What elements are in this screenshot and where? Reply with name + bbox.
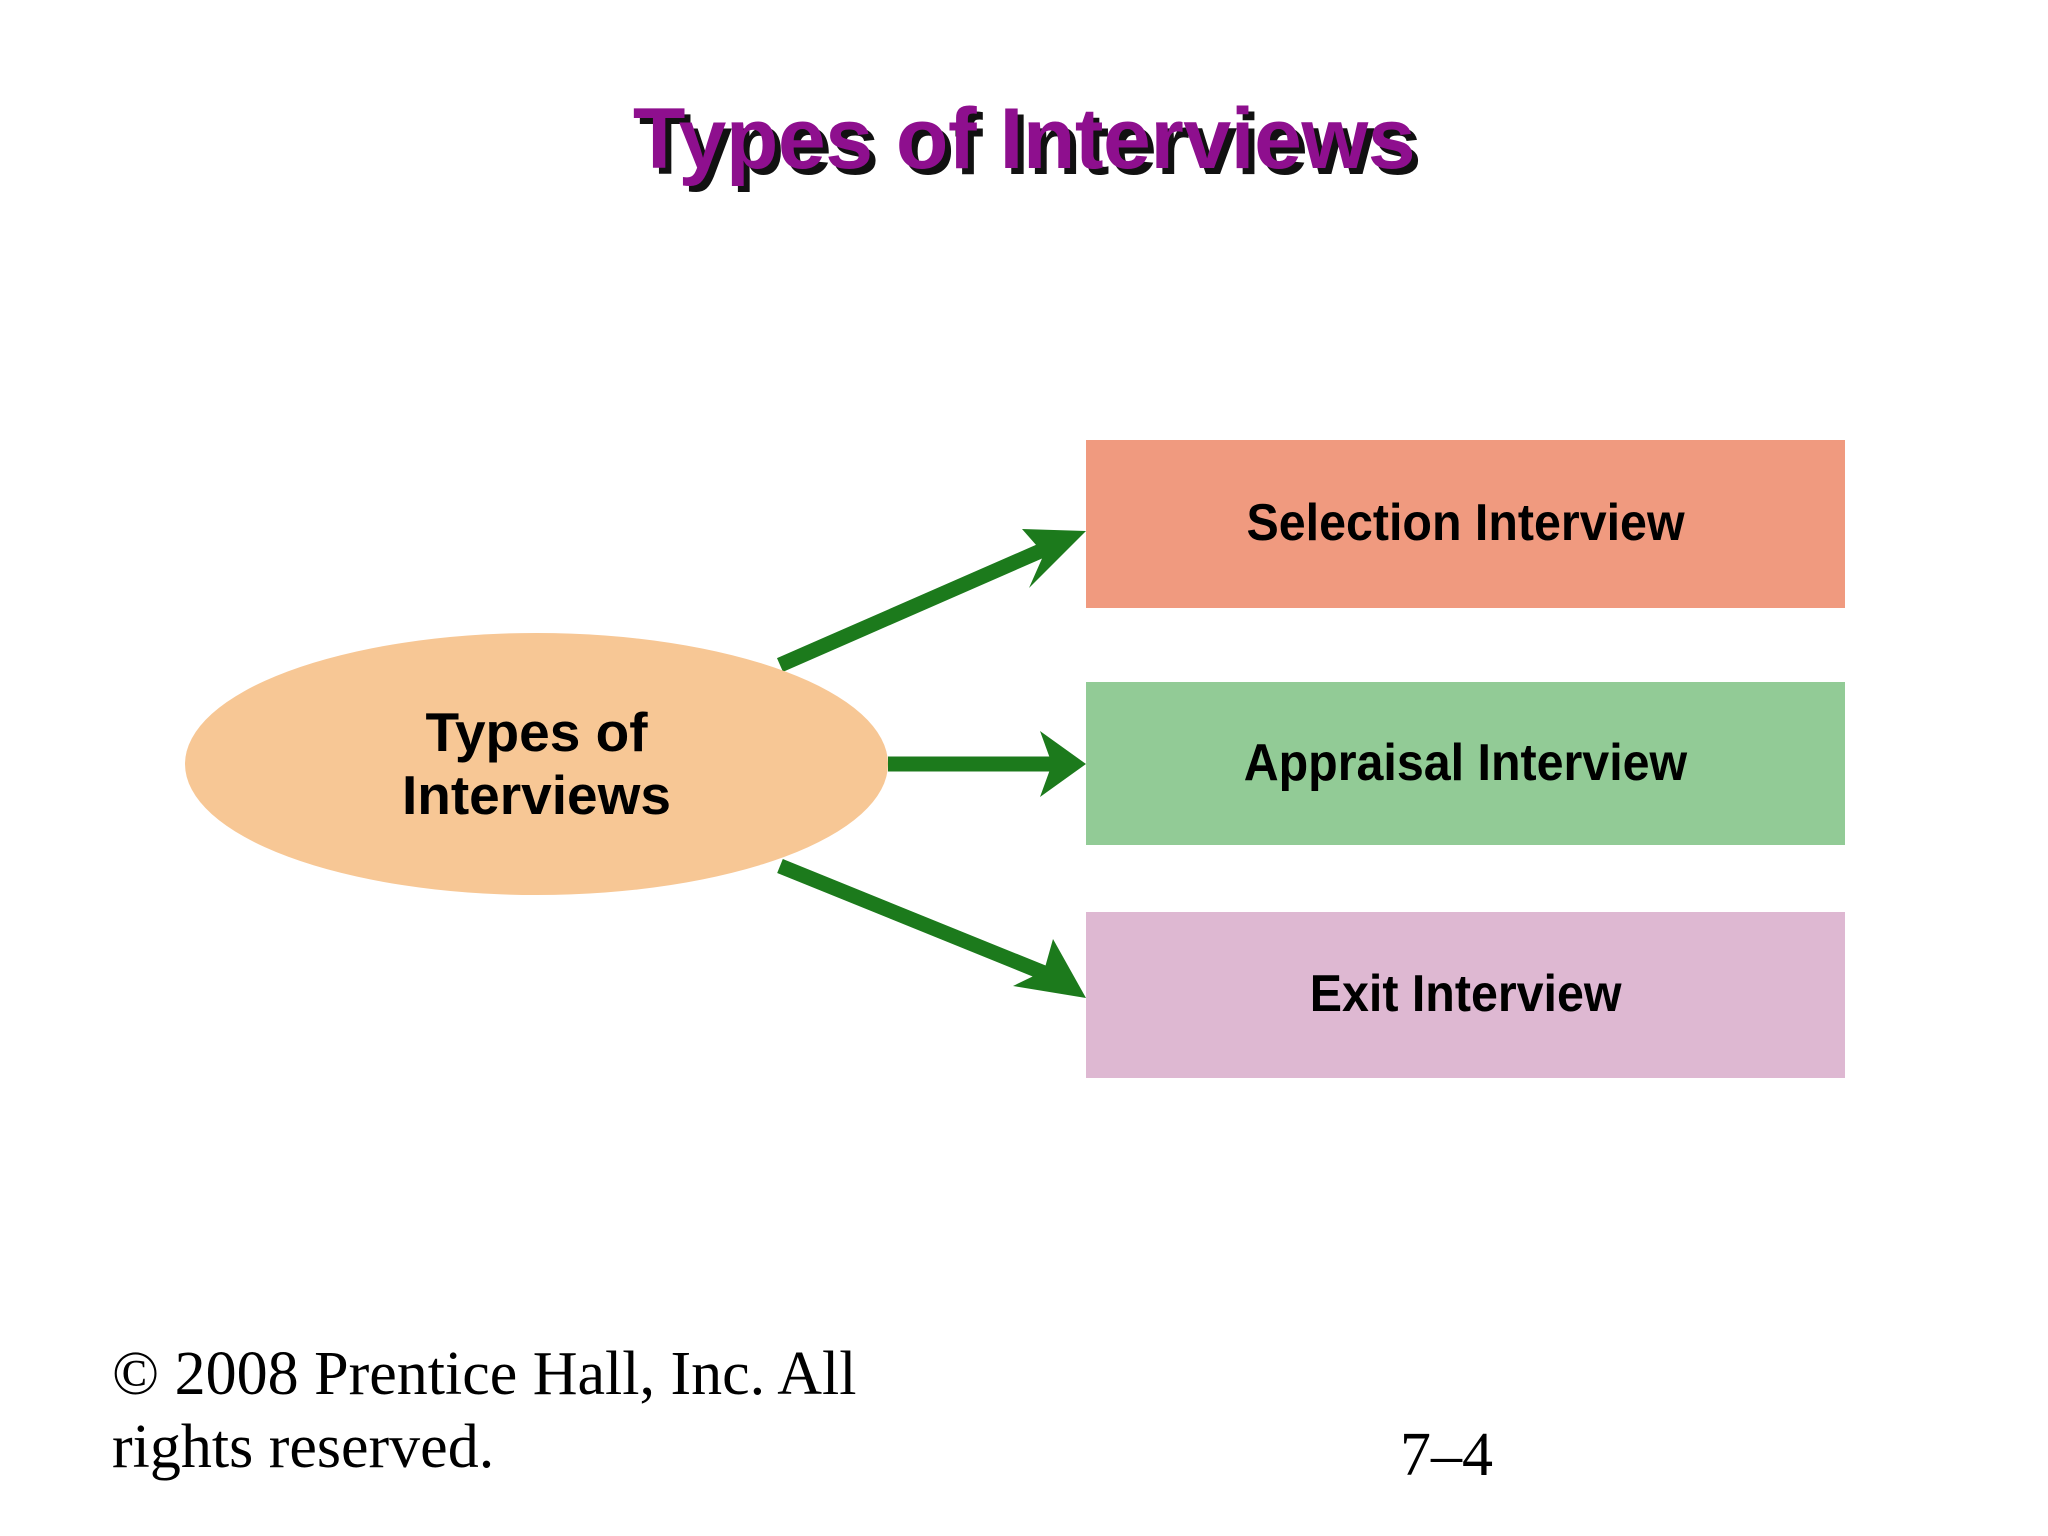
box-exit-interview-label: Exit Interview xyxy=(1309,965,1622,1024)
arrow-to-selection xyxy=(776,529,1086,672)
center-node-label: Types of Interviews xyxy=(401,700,671,826)
box-selection-interview[interactable]: Selection Interview xyxy=(1086,440,1845,608)
box-appraisal-interview-label: Appraisal Interview xyxy=(1243,733,1688,792)
copyright-notice: © 2008 Prentice Hall, Inc. All rights re… xyxy=(112,1340,857,1482)
page-title: Types of Interviews xyxy=(632,91,1416,187)
arrow-to-appraisal xyxy=(888,731,1086,797)
box-exit-interview[interactable]: Exit Interview xyxy=(1086,912,1845,1078)
page-number: 7–4 xyxy=(1400,1421,1493,1489)
center-node-types-of-interviews[interactable]: Types of Interviews xyxy=(185,633,888,895)
arrow-to-exit xyxy=(777,859,1086,998)
box-selection-interview-label: Selection Interview xyxy=(1246,494,1685,553)
box-appraisal-interview[interactable]: Appraisal Interview xyxy=(1086,682,1845,845)
